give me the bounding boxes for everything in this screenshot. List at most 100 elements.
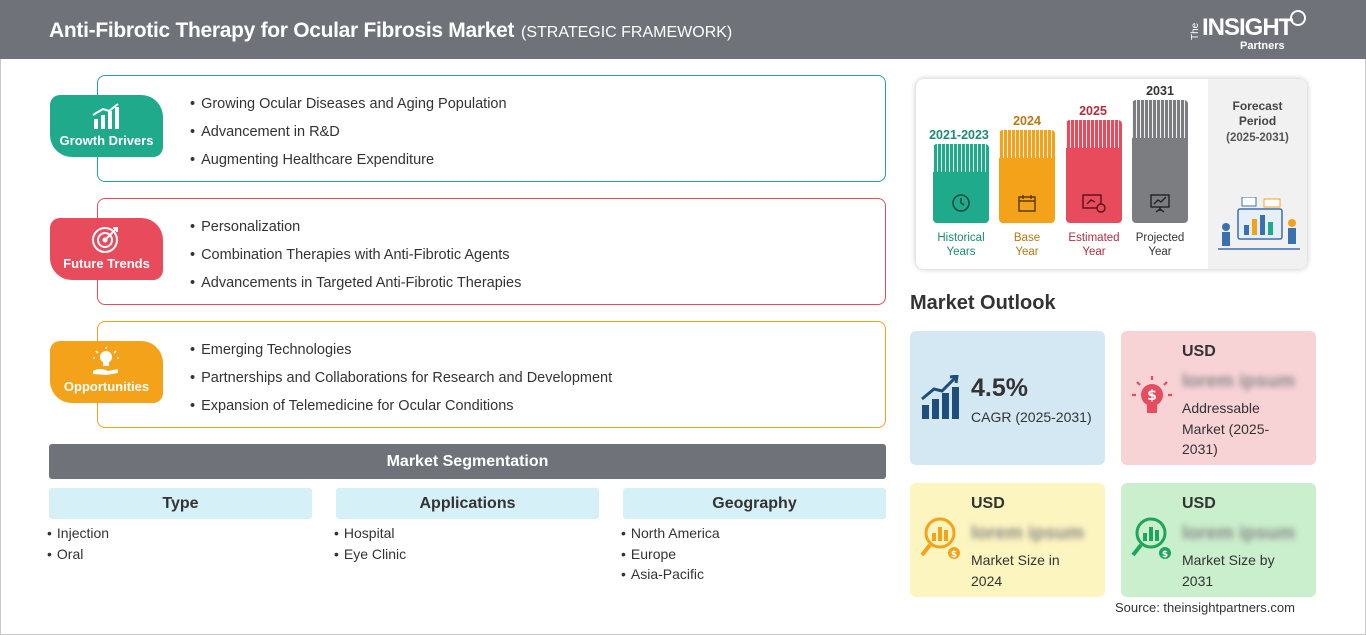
- caption-projected: Projected Year: [1125, 231, 1195, 259]
- svg-text:$: $: [951, 550, 957, 560]
- market-size-2031-label: Market Size by 2031: [1182, 552, 1275, 589]
- list-item: North America: [621, 525, 720, 546]
- list-item: Injection: [47, 525, 109, 546]
- opportunities-badge: Opportunities: [50, 341, 163, 403]
- segment-heading-type: Type: [49, 488, 312, 519]
- applications-list: Hospital Eye Clinic: [334, 525, 406, 566]
- caption-line: Base: [1013, 232, 1041, 244]
- year-label-base: 2024: [1013, 114, 1041, 128]
- caption-line: Historical: [937, 232, 985, 244]
- svg-text:$: $: [1147, 388, 1157, 404]
- list-item: Oral: [47, 546, 109, 567]
- market-size-2031-card: USD lorem ipsum $ Market Size by 2031: [1121, 483, 1316, 597]
- history-clock-icon: [952, 194, 970, 212]
- growth-drivers-box: Growing Ocular Diseases and Aging Popula…: [97, 75, 886, 182]
- type-list: Injection Oral: [47, 525, 109, 566]
- list-item: Asia-Pacific: [621, 566, 720, 587]
- opportunities-list: Emerging Technologies Partnerships and C…: [190, 342, 612, 426]
- bar-projected: [1132, 100, 1188, 223]
- opportunities-box: Emerging Technologies Partnerships and C…: [97, 321, 886, 428]
- year-label-projected: 2031: [1146, 84, 1174, 98]
- bar-hatch: [999, 130, 1055, 158]
- list-item: Combination Therapies with Anti-Fibrotic…: [190, 247, 521, 275]
- currency-label: USD: [1182, 343, 1216, 360]
- presentation-board-icon: [1150, 194, 1170, 213]
- blurred-value: lorem ipsum: [1182, 371, 1295, 392]
- currency-label: USD: [971, 495, 1005, 512]
- addressable-market-card: USD lorem ipsum $ Addressable Market (20…: [1121, 331, 1316, 465]
- caption-line: Year: [1082, 246, 1106, 258]
- badge-label: Opportunities: [63, 379, 150, 394]
- bar-base: [999, 130, 1055, 223]
- list-item: Advancements in Targeted Anti-Fibrotic T…: [190, 275, 521, 303]
- logo-partners: Partners: [1240, 40, 1285, 52]
- logo-ring-icon: [1290, 10, 1306, 26]
- dollar-bulb-icon: $: [1132, 376, 1172, 413]
- forecast-period-panel: Forecast Period (2025-2031): [1208, 79, 1307, 269]
- magnifier-chart-icon: $: [920, 517, 960, 560]
- page-title: Anti-Fibrotic Therapy for Ocular Fibrosi…: [49, 19, 515, 42]
- list-item: Emerging Technologies: [190, 342, 612, 370]
- calendar-icon: [1018, 195, 1036, 212]
- source-credit: Source: theinsightpartners.com: [1115, 600, 1295, 615]
- bar-estimated: [1066, 120, 1122, 223]
- bar-hatch: [1066, 120, 1122, 148]
- caption-line: Year: [1015, 246, 1039, 258]
- future-trends-badge: Future Trends: [50, 218, 163, 280]
- list-item: Partnerships and Collaborations for Rese…: [190, 370, 612, 398]
- market-segmentation-title: Market Segmentation: [49, 444, 886, 479]
- caption-line: Years: [946, 246, 976, 258]
- year-label-historical: 2021-2023: [929, 128, 989, 142]
- header-bar: Anti-Fibrotic Therapy for Ocular Fibrosi…: [0, 0, 1366, 59]
- future-trends-box: Personalization Combination Therapies wi…: [97, 198, 886, 305]
- badge-label: Future Trends: [63, 256, 150, 271]
- currency-label: USD: [1182, 495, 1216, 512]
- list-item: Advancement in R&D: [190, 124, 507, 152]
- timeline-panel: Forecast Period (2025-2031) 2021-2023 Hi…: [916, 79, 1307, 269]
- year-label-estimated: 2025: [1079, 104, 1107, 118]
- addressable-label: Addressable Market (2025-2031): [1182, 400, 1270, 457]
- segment-heading-geography: Geography: [623, 488, 886, 519]
- caption-line: Year: [1148, 246, 1172, 258]
- growth-drivers-badge: Growth Drivers: [50, 95, 163, 157]
- badge-label: Growth Drivers: [59, 133, 154, 148]
- list-item: Eye Clinic: [334, 546, 406, 567]
- market-outlook-title: Market Outlook: [910, 292, 1056, 314]
- bar-historical: [933, 144, 989, 223]
- logo-insight: INSIGHT: [1202, 14, 1293, 41]
- market-size-2024-card: USD lorem ipsum $ Market Size in 2024: [910, 483, 1105, 597]
- lightbulb-hand-icon: [93, 347, 119, 375]
- page-subtitle: (STRATEGIC FRAMEWORK): [521, 24, 733, 41]
- blurred-value: lorem ipsum: [1182, 523, 1295, 544]
- caption-line: Projected: [1135, 232, 1185, 244]
- forecast-label: Forecast Period: [1232, 99, 1283, 128]
- market-size-2024-label: Market Size in 2024: [971, 552, 1060, 589]
- insight-partners-logo[interactable]: The INSIGHT Partners: [1190, 10, 1320, 54]
- cagr-card: 4.5% CAGR (2025-2031): [910, 331, 1105, 465]
- list-item: Personalization: [190, 219, 521, 247]
- caption-estimated: Estimated Year: [1059, 231, 1129, 259]
- geography-list: North America Europe Asia-Pacific: [621, 525, 720, 587]
- bar-hatch: [933, 144, 989, 172]
- caption-historical: Historical Years: [926, 231, 996, 259]
- future-trends-list: Personalization Combination Therapies wi…: [190, 219, 521, 303]
- list-item: Growing Ocular Diseases and Aging Popula…: [190, 96, 506, 124]
- growth-drivers-list: Growing Ocular Diseases and Aging Popula…: [190, 96, 507, 180]
- magnifier-chart-icon: $: [1131, 517, 1171, 560]
- svg-text:$: $: [1162, 550, 1168, 560]
- list-item: Expansion of Telemedicine for Ocular Con…: [190, 398, 612, 426]
- list-item: Europe: [621, 546, 720, 567]
- bar-hatch: [1132, 100, 1188, 138]
- caption-base: Base Year: [992, 231, 1062, 259]
- blurred-value: lorem ipsum: [971, 523, 1084, 544]
- target-icon: [92, 227, 118, 253]
- bar-growth-icon: [92, 103, 119, 129]
- analytics-people-icon: [1218, 197, 1300, 250]
- list-item: Augmenting Healthcare Expenditure: [190, 152, 507, 180]
- segment-heading-applications: Applications: [336, 488, 599, 519]
- logo-the: The: [1190, 22, 1201, 40]
- caption-line: Estimated: [1068, 232, 1120, 244]
- gears-chart-icon: [1082, 194, 1106, 213]
- list-item: Hospital: [334, 525, 406, 546]
- forecast-range: (2025-2031): [1226, 132, 1289, 144]
